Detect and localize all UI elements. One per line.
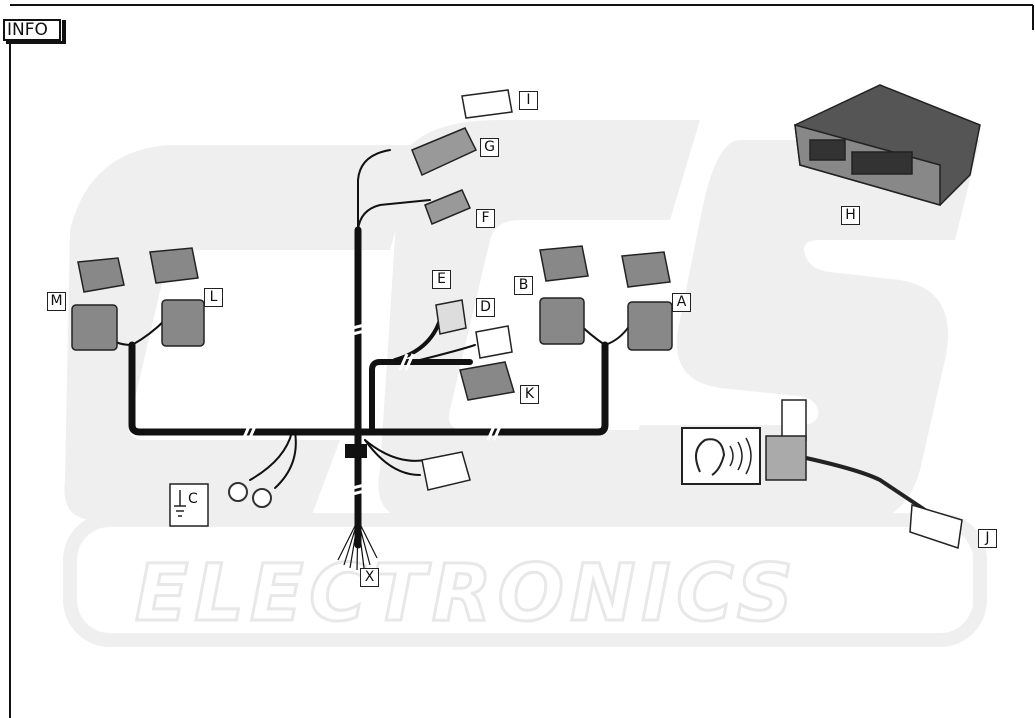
label-g: G [480,138,502,160]
splice-block [345,444,367,458]
ground-symbol-letter: C [188,491,198,507]
connector-i-icon [461,89,513,119]
label-e: E [432,270,454,292]
label-a: A [672,293,694,315]
connector-m-icon [71,257,125,351]
info-shadow-bottom [6,41,66,44]
label-b: B [514,276,536,298]
label-m: M [47,292,69,314]
connector-k-icon [459,361,515,401]
watermark-subtitle: ELECTRONICS [135,549,799,639]
label-h: H [841,206,863,228]
control-unit-icon [794,84,981,206]
connector-b-icon [539,245,589,345]
label-l: L [204,288,226,310]
label-i: I [519,91,541,113]
connector-d-icon [475,325,513,359]
buzzer-icon [765,399,963,549]
label-x: X [360,568,382,590]
harness-wires [104,149,631,549]
label-j: J [978,529,1000,551]
connector-side-icon [421,451,471,491]
connector-e-icon [435,299,467,335]
wire-break-marks [241,321,503,498]
connector-g-icon [411,127,478,177]
label-d: D [476,298,498,320]
info-label: INFO [3,19,61,41]
info-shadow [62,20,66,43]
connector-f-icon [424,189,471,225]
ring-terminals [228,482,272,508]
loose-wire-ends [337,519,378,571]
label-k: K [520,385,542,407]
connector-l-icon [149,247,205,347]
sound-indicator-icon [681,427,761,485]
connector-a-icon [621,251,673,351]
label-f: F [476,209,498,231]
ground-symbol: C [169,483,209,527]
